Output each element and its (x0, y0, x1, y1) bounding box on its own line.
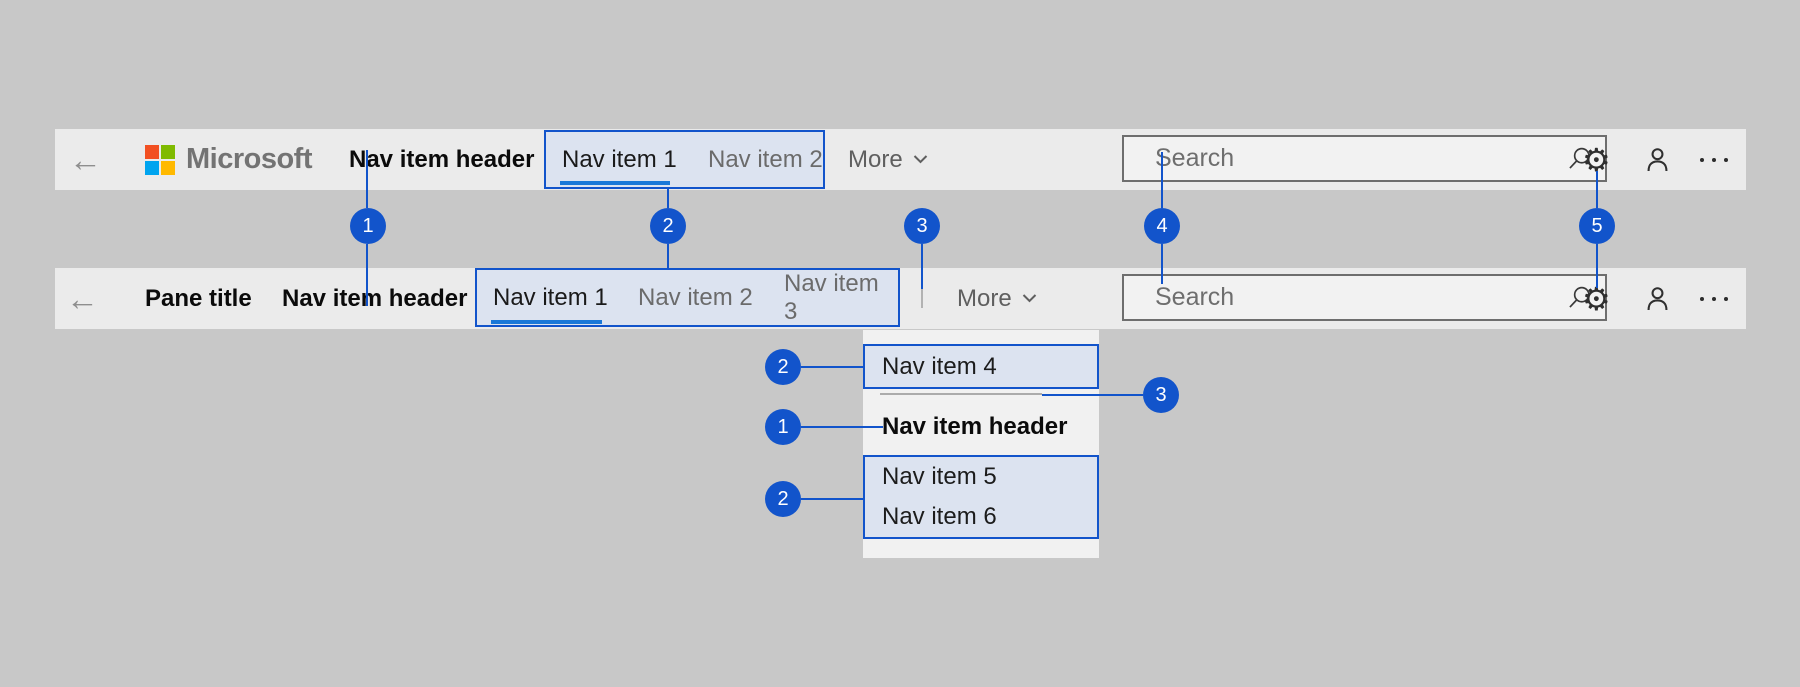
search-field[interactable] (1122, 135, 1607, 182)
callout-4-line-down (1161, 244, 1163, 284)
callout-2b-line (801, 498, 863, 500)
callout-2-highlight-item4: Nav item 4 (863, 344, 1099, 389)
callout-2-highlight-items56: Nav item 5 Nav item 6 (863, 455, 1099, 539)
search-icon[interactable] (1566, 145, 1593, 172)
top-nav-bar: ← Microsoft Nav item header Nav item 1 N… (55, 129, 1746, 190)
menu-nav-item-header: Nav item header (882, 413, 1068, 440)
nav-item-header: Nav item header (349, 145, 535, 173)
ellipsis-icon (1700, 296, 1728, 301)
microsoft-logo[interactable] (145, 145, 175, 175)
callout-1-line-down (366, 244, 368, 306)
settings-button[interactable]: ⚙ (1582, 129, 1611, 190)
more-dropdown[interactable]: More (848, 129, 928, 190)
chevron-down-icon (913, 155, 927, 164)
callout-2-line-up (667, 189, 669, 208)
account-button[interactable] (1643, 268, 1672, 329)
callout-badge-dropdown-item4: 2 (765, 349, 801, 385)
callout-3b-line (1042, 394, 1143, 396)
account-button[interactable] (1643, 129, 1672, 190)
callout-badge-dropdown-separator: 3 (1143, 377, 1179, 413)
ellipsis-icon (1700, 157, 1728, 162)
search-input[interactable] (1153, 143, 1566, 174)
logo-square-blue (145, 161, 159, 175)
gear-icon: ⚙ (1582, 141, 1611, 178)
callout-1-line-up (366, 150, 368, 208)
chevron-down-icon (1022, 294, 1036, 303)
callout-2-highlight-box-top: Nav item 1 Nav item 2 (544, 130, 825, 189)
person-icon (1647, 287, 1668, 311)
nav-item-3-tab[interactable]: Nav item 3 (784, 269, 879, 325)
back-button[interactable]: ← (69, 129, 102, 190)
nav-divider (921, 289, 923, 308)
callout-5-line-down (1596, 244, 1598, 288)
microsoft-wordmark[interactable]: Microsoft (186, 143, 313, 175)
menu-item-6[interactable]: Nav item 6 (882, 503, 997, 530)
menu-item-5[interactable]: Nav item 5 (882, 463, 997, 490)
callout-1b-line (801, 426, 883, 428)
callout-3-line-down (921, 244, 923, 289)
active-tab-underline (560, 181, 670, 185)
logo-square-yellow (161, 161, 175, 175)
callout-2-line-down (667, 244, 669, 269)
callout-2-highlight-box-pane: Nav item 1 Nav item 2 Nav item 3 (475, 268, 900, 327)
callout-5-line-up (1596, 171, 1598, 208)
search-input[interactable] (1153, 282, 1566, 313)
callout-badge-dropdown-header: 1 (765, 409, 801, 445)
nav-item-1-tab[interactable]: Nav item 1 (562, 145, 677, 173)
nav-item-2-tab[interactable]: Nav item 2 (708, 145, 823, 173)
menu-separator (880, 393, 1042, 395)
more-dropdown[interactable]: More (957, 268, 1037, 329)
callout-2a-line (801, 366, 863, 368)
nav-item-header: Nav item header (282, 284, 468, 312)
logo-square-green (161, 145, 175, 159)
microsoft-logo-icon (145, 145, 175, 175)
pane-title: Pane title (145, 284, 252, 312)
nav-item-2-tab[interactable]: Nav item 2 (638, 283, 753, 311)
callout-badge-2: 2 (650, 208, 686, 244)
logo-square-red (145, 145, 159, 159)
person-icon (1647, 148, 1668, 172)
more-options-button[interactable] (1700, 268, 1728, 329)
nav-item-1-tab[interactable]: Nav item 1 (493, 283, 608, 311)
more-options-button[interactable] (1700, 129, 1728, 190)
pane-back-button[interactable]: ← (66, 268, 99, 329)
pane-nav-bar: ← Pane title Nav item header Nav item 1 … (55, 268, 1746, 329)
callout-badge-1: 1 (350, 208, 386, 244)
callout-4-line-up (1161, 152, 1163, 208)
callout-badge-5: 5 (1579, 208, 1615, 244)
menu-item-4[interactable]: Nav item 4 (882, 352, 997, 380)
active-tab-underline (491, 320, 602, 324)
more-flyout-menu: Nav item 4 Nav item header Nav item 5 Na… (863, 330, 1099, 558)
search-icon[interactable] (1566, 284, 1593, 311)
back-arrow-icon: ← (66, 280, 99, 317)
back-arrow-icon: ← (69, 141, 102, 178)
callout-badge-3: 3 (904, 208, 940, 244)
search-field[interactable] (1122, 274, 1607, 321)
callout-badge-4: 4 (1144, 208, 1180, 244)
callout-badge-dropdown-items56: 2 (765, 481, 801, 517)
